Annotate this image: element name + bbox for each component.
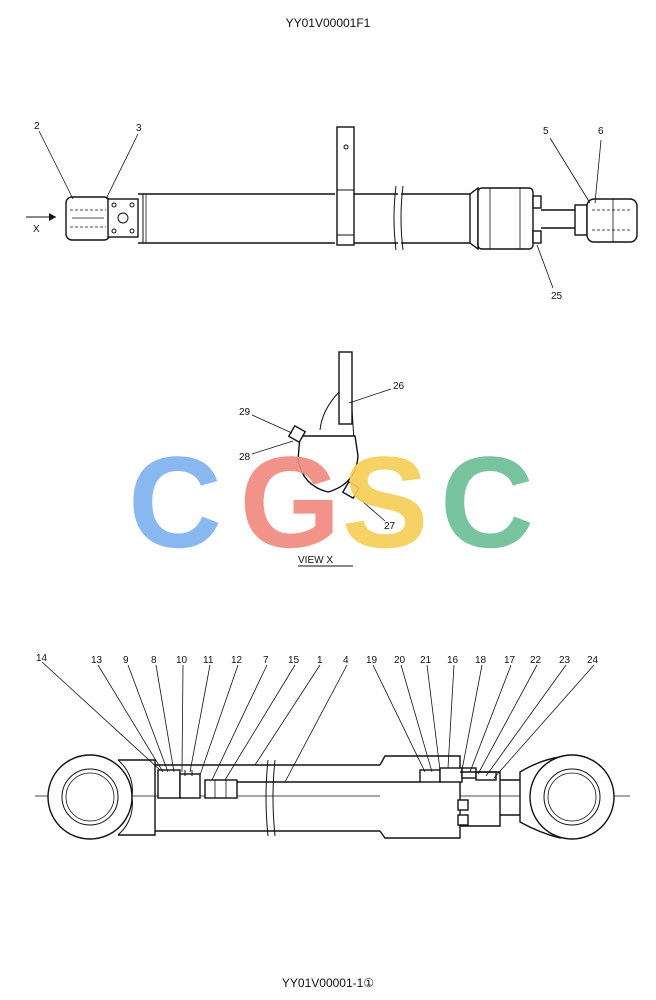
part-label: 12 bbox=[231, 655, 243, 666]
watermark-letter: C bbox=[440, 429, 534, 575]
part-label: 13 bbox=[91, 655, 103, 666]
part-label: 11 bbox=[203, 655, 214, 666]
part-label: 24 bbox=[587, 655, 599, 666]
part-label: 22 bbox=[530, 655, 542, 666]
arrow-label: X bbox=[33, 224, 40, 235]
part-label: 10 bbox=[176, 655, 188, 666]
part-label: 17 bbox=[504, 655, 516, 666]
rod-end-left bbox=[65, 196, 111, 241]
header-code: YY01V00001F1 bbox=[286, 16, 371, 30]
part-label: 27 bbox=[384, 521, 396, 532]
bracket-plate bbox=[338, 351, 353, 425]
part-label: 3 bbox=[136, 123, 142, 134]
part-label: 21 bbox=[420, 655, 432, 666]
piston bbox=[204, 779, 238, 799]
cylinder-section-view: 14 13 9 8 10 11 12 7 15 1 4 19 20 21 16 … bbox=[35, 653, 630, 840]
part-label: 1 bbox=[317, 655, 323, 666]
part-label: 29 bbox=[239, 407, 251, 418]
part-label: 8 bbox=[151, 655, 157, 666]
part-label: 7 bbox=[263, 655, 269, 666]
part-label: 14 bbox=[36, 653, 48, 664]
part-label: 4 bbox=[343, 655, 349, 666]
part-label: 6 bbox=[598, 126, 604, 137]
view-x-body bbox=[297, 435, 359, 493]
bottom-eye-left bbox=[47, 754, 133, 840]
cylinder-exterior-view: X 2 3 5 6 25 bbox=[26, 121, 638, 302]
part-label: 26 bbox=[393, 381, 405, 392]
part-label: 16 bbox=[447, 655, 459, 666]
part-label: 5 bbox=[543, 126, 549, 137]
watermark-letter: S bbox=[342, 429, 429, 575]
part-label: 18 bbox=[475, 655, 487, 666]
watermark-letter: G bbox=[239, 429, 340, 575]
part-label: 15 bbox=[288, 655, 300, 666]
view-label: VIEW X bbox=[298, 555, 333, 566]
part-label: 28 bbox=[239, 452, 251, 463]
watermark-letter: C bbox=[128, 429, 222, 575]
cylinder-head bbox=[477, 187, 534, 250]
part-label: 9 bbox=[123, 655, 129, 666]
bottom-eye-right bbox=[529, 754, 615, 840]
rod-end-right bbox=[586, 198, 638, 243]
part-label: 19 bbox=[366, 655, 378, 666]
end-plate bbox=[107, 198, 139, 238]
part-label: 25 bbox=[551, 291, 563, 302]
view-x-detail: 26 29 28 27 VIEW X bbox=[239, 351, 405, 567]
part-label: 2 bbox=[34, 121, 40, 132]
part-label: 20 bbox=[394, 655, 406, 666]
part-label: 23 bbox=[559, 655, 571, 666]
mount-bracket bbox=[336, 126, 355, 246]
footer-code: YY01V00001-1① bbox=[282, 976, 374, 990]
